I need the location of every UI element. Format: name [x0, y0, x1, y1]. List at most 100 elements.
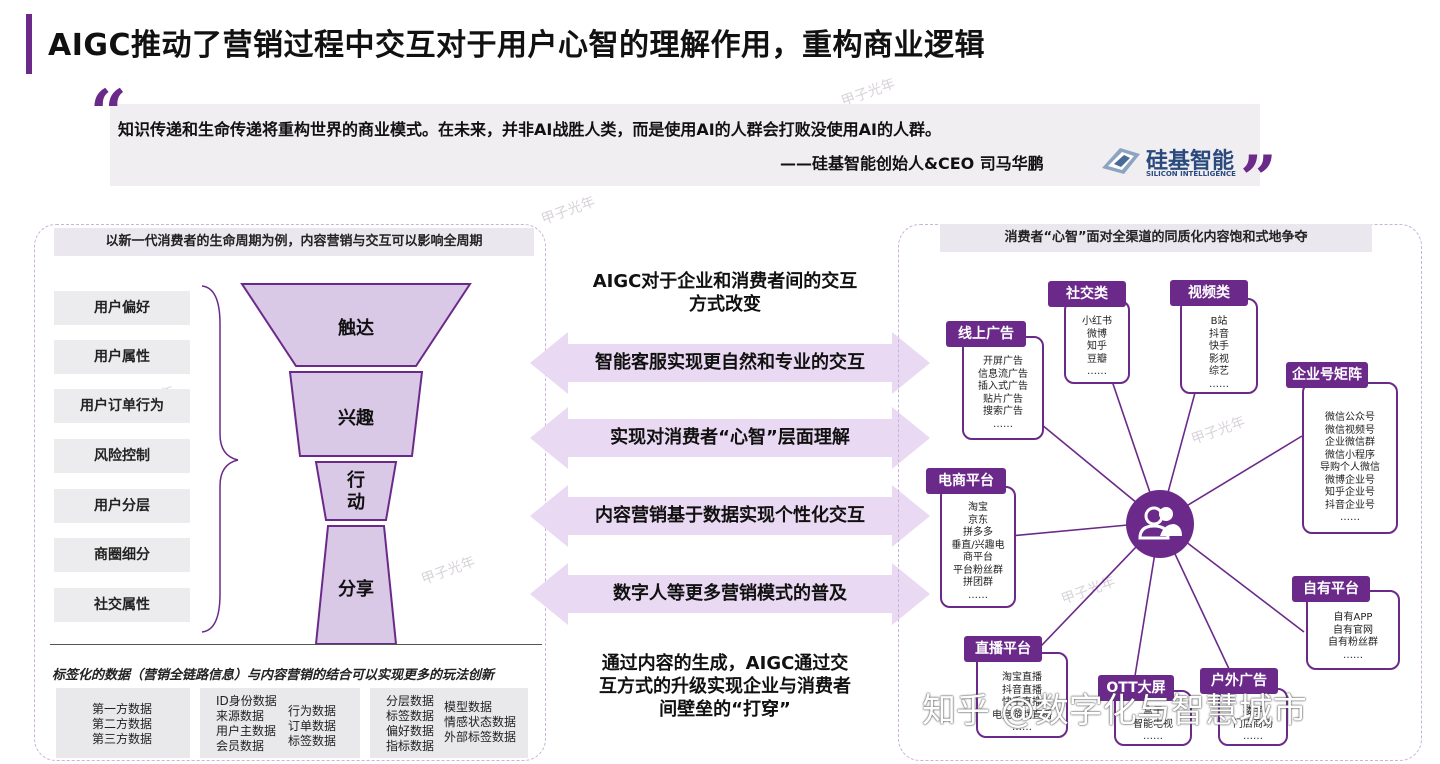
channel-social: 社交类	[1048, 281, 1126, 307]
data-item: 来源数据	[216, 709, 265, 723]
channel-item: 微信小程序	[1325, 449, 1375, 461]
funnel-label-action: 行 动	[347, 470, 365, 513]
channel-item: 拼多多	[963, 527, 993, 538]
data-item: 第三方数据	[92, 732, 153, 746]
channel-item: 淘宝	[968, 502, 988, 513]
channel-item: ……	[1143, 731, 1163, 742]
channel-item: 影视	[1209, 353, 1229, 365]
double-arrow	[530, 332, 930, 394]
channel-card-outdoor: 楼宇 门店商场 ……	[1218, 688, 1288, 746]
quote-box	[110, 104, 1260, 186]
channel-item: 智能电视	[1133, 718, 1173, 730]
channel-item: ……	[1340, 512, 1360, 523]
lifecycle-header: 以新一代消费者的生命周期为例，内容营销与交互可以影响全周期	[54, 228, 534, 256]
channel-live: 直播平台	[964, 636, 1042, 662]
data-item: 第一方数据	[92, 702, 153, 716]
channel-item: 抖音	[1209, 328, 1229, 340]
double-arrow	[530, 485, 930, 547]
channel-item: 自有官网	[1333, 624, 1373, 636]
channel-item: 搜索广告	[983, 406, 1023, 417]
tag-risk-control: 风险控制	[54, 439, 190, 473]
channel-item: 小红书	[1082, 316, 1112, 327]
arrow-label-personalized: 内容营销基于数据实现个性化交互	[595, 505, 865, 526]
data-item: 第二方数据	[92, 717, 153, 731]
channel-item: 楼宇	[1243, 706, 1263, 717]
tag-user-attribute: 用户属性	[54, 340, 190, 374]
channel-item: 电竞游戏直播	[992, 709, 1052, 721]
channel-item: 自有APP	[1333, 612, 1373, 623]
channel-item: 京东	[968, 514, 988, 526]
double-arrow	[530, 563, 930, 625]
channel-card-social: 小红书 微博 知乎 豆瓣 ……	[1064, 300, 1130, 384]
channel-owned: 自有平台	[1292, 576, 1370, 602]
channel-item: 微博企业号	[1325, 474, 1375, 486]
arrow-label-digital-human: 数字人等更多营销模式的普及	[613, 583, 847, 604]
channel-video: 视频类	[1170, 280, 1248, 306]
channel-item: 企业微信群	[1325, 437, 1375, 448]
channel-item: ……	[1087, 366, 1107, 377]
channel-item: 插入式广告	[978, 381, 1028, 392]
middle-bottom-title: 通过内容的生成，AIGC通过交 互方式的升级实现企业与消费者 间壁垒的“打穿”	[599, 653, 851, 720]
arrows-diagram	[530, 332, 930, 625]
lifecycle-panel	[34, 224, 546, 761]
channel-item: 快手直播	[1002, 697, 1042, 708]
data-item: 会员数据	[216, 739, 265, 753]
channel-ott: OTT大屏	[1098, 675, 1174, 701]
channel-item: 拼团群	[963, 577, 993, 588]
users-hub-icon	[1126, 490, 1194, 558]
channel-item: ……	[1243, 731, 1263, 742]
channel-item: 微信公众号	[1325, 412, 1375, 423]
data-item: 订单数据	[288, 719, 337, 733]
data-caption: 标签化的数据（营销全链路信息）与内容营销的结合可以实现更多的玩法创新	[52, 668, 495, 683]
zhihu-watermark: 知乎 @数字化与智慧城市	[922, 691, 1307, 731]
channel-card-video: B站 抖音 快手 影视 综艺 ……	[1180, 298, 1258, 394]
brand-watermark: 甲子光年	[539, 193, 598, 229]
data-item: 用户主数据	[216, 724, 277, 738]
channel-item: 垂直/兴趣电	[951, 539, 1005, 551]
logo-subtitle: SILICON INTELLIGENCE	[1146, 170, 1236, 178]
channel-item: 平台粉丝群	[953, 564, 1003, 576]
tag-user-segment: 用户分层	[54, 489, 190, 523]
middle-top-title: AIGC对于企业和消费者间的交互 方式改变	[592, 271, 858, 315]
title-accent-bar	[26, 14, 32, 74]
channel-online-ads: 线上广告	[946, 321, 1026, 347]
channel-item: ……	[968, 589, 988, 601]
funnel-stage-interest	[288, 371, 424, 457]
channel-item: ……	[1012, 722, 1032, 733]
channel-item: 门店商场	[1233, 718, 1273, 730]
data-item: 标签数据	[386, 709, 435, 723]
channel-item: 盒子	[1143, 706, 1163, 717]
silicon-logo-icon	[1102, 148, 1140, 174]
channel-item: 导购个人微信	[1320, 462, 1380, 473]
funnel-label-interest: 兴趣	[338, 408, 374, 429]
channel-item: 知乎企业号	[1325, 487, 1375, 498]
arrow-label-mindset: 实现对消费者“心智”层面理解	[610, 427, 850, 448]
data-item: 指标数据	[386, 739, 435, 753]
channel-outdoor: 户外广告	[1200, 668, 1278, 694]
tag-business-area: 商圈细分	[54, 538, 190, 572]
channel-card-enterprise: 微信公众号 微信视频号 企业微信群 微信小程序 导购个人微信 微博企业号 知乎企…	[1302, 382, 1398, 534]
arrow-label-customer-service: 智能客服实现更自然和专业的交互	[595, 352, 865, 373]
channel-item: ……	[993, 418, 1013, 430]
quote-text: 知识传递和生命传递将重构世界的商业模式。在未来，并非AI战胜人类，而是使用AI的…	[118, 120, 942, 139]
tag-social-attribute: 社交属性	[54, 588, 190, 622]
channel-enterprise: 企业号矩阵	[1286, 362, 1368, 388]
channel-item: B站	[1210, 316, 1228, 327]
channel-item: 微信视频号	[1325, 424, 1375, 436]
channel-item: 商平台	[963, 552, 993, 563]
channel-ecommerce: 电商平台	[926, 468, 1006, 494]
open-quote-icon: “	[90, 76, 127, 151]
data-item: 偏好数据	[386, 724, 435, 738]
data-item: 模型数据	[444, 700, 493, 714]
data-item: ID身份数据	[216, 694, 277, 708]
channel-item: ……	[1209, 378, 1229, 390]
channel-item: 豆瓣	[1087, 353, 1107, 365]
data-box-labels: 分层数据 标签数据 偏好数据 指标数据 模型数据 情感状态数据 外部标签数据	[370, 688, 528, 758]
data-item: 标签数据	[288, 734, 337, 748]
channel-item: 自有粉丝群	[1328, 637, 1378, 648]
logo-name: 硅基智能	[1146, 149, 1235, 174]
data-box-sources: 第一方数据 第二方数据 第三方数据	[56, 688, 190, 758]
channel-card-ecommerce: 淘宝 京东 拼多多 垂直/兴趣电 商平台 平台粉丝群 拼团群 ……	[940, 486, 1016, 608]
channel-item: 快手	[1209, 341, 1229, 352]
double-arrow	[530, 407, 930, 469]
